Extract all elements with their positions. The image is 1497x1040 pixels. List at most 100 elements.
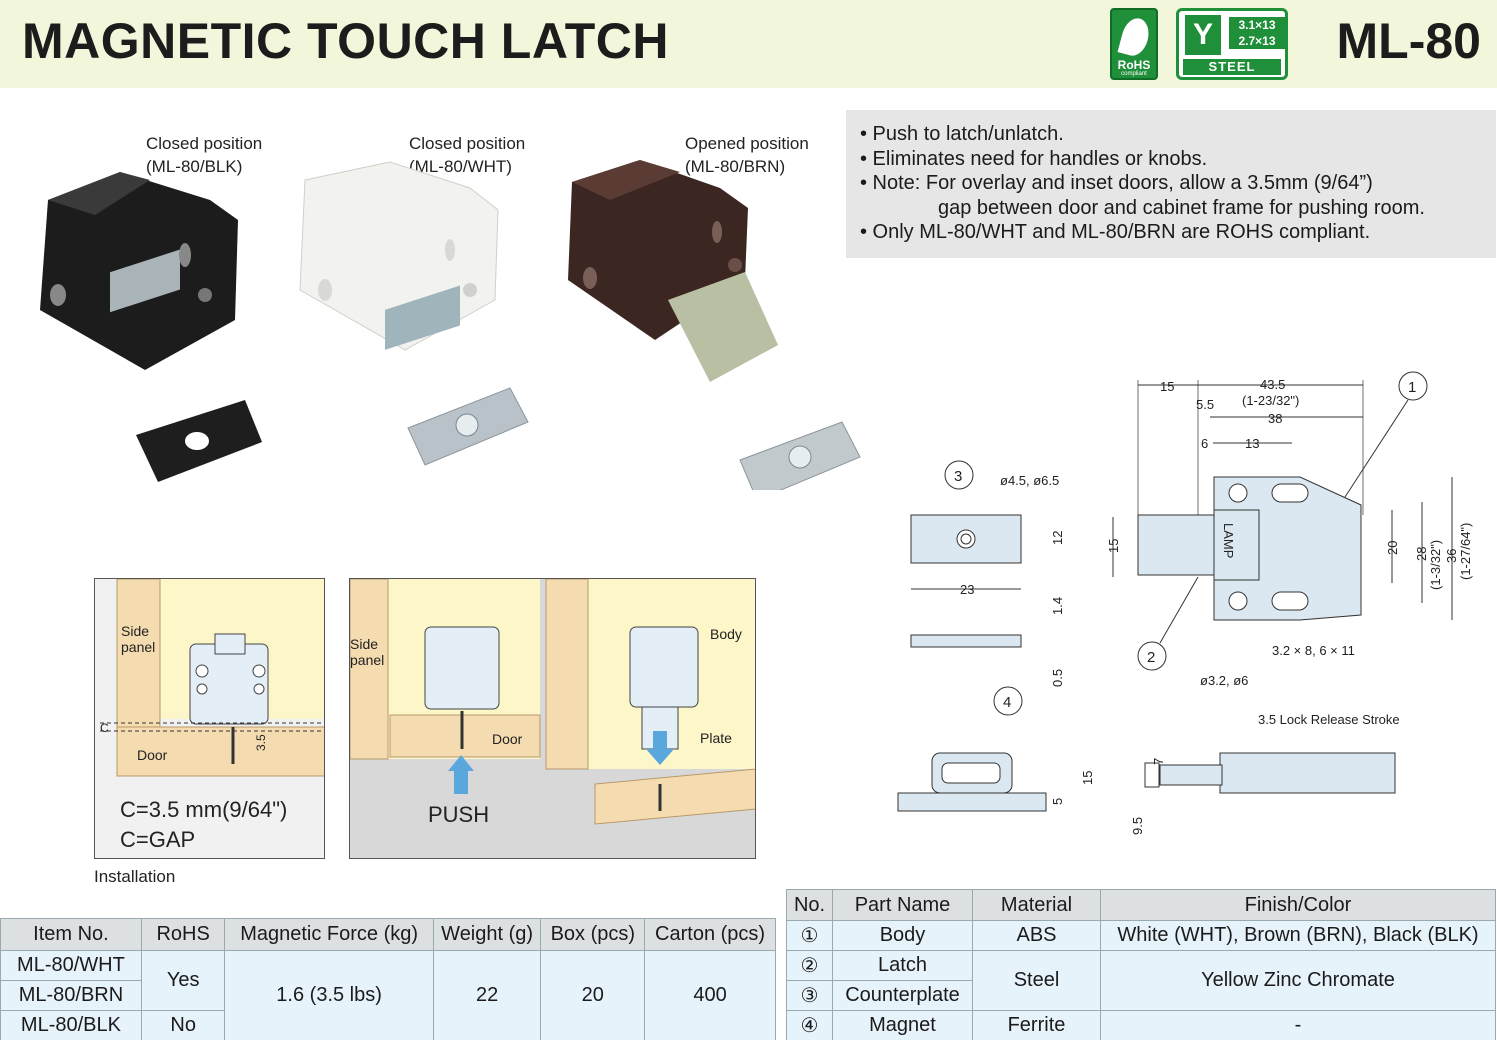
caption-position: Closed position: [146, 134, 263, 153]
gap-dimension: 3.5: [254, 734, 268, 751]
part-name-cell: Body: [832, 920, 973, 951]
col-rohs: RoHS: [140, 918, 226, 951]
part-name-cell: Magnet: [832, 1010, 973, 1040]
dim-43-5-inch: (1-23/32"): [1242, 393, 1299, 408]
table-row: ML-80/WHT Yes 1.6 (3.5 lbs) 22 20 400: [0, 950, 776, 1040]
table-row: ② Latch Steel Yellow Zinc Chromate: [786, 950, 1496, 1011]
latch-black-image: [40, 172, 262, 482]
body-mark: LAMP: [1221, 523, 1236, 558]
dim-36-inch: (1-27/64"): [1458, 523, 1473, 580]
part-name-cell: Latch: [832, 950, 973, 981]
plate-label: Plate: [700, 730, 732, 746]
steel-badge: Y 3.1×13 2.7×13 STEEL: [1176, 8, 1288, 80]
gap-marker: C: [100, 721, 109, 735]
body-label: Body: [710, 626, 742, 642]
col-part-name: Part Name: [832, 889, 973, 921]
page-title: MAGNETIC TOUCH LATCH: [22, 13, 669, 69]
feature-item: • Only ML-80/WHT and ML-80/BRN are ROHS …: [860, 221, 1371, 243]
part-name-cell: Counterplate: [832, 980, 973, 1011]
table-row: ML-80/BLK No: [0, 1010, 776, 1040]
door-label: Door: [492, 731, 523, 747]
caption-position: Closed position: [409, 134, 526, 153]
dim-12: 12: [1050, 531, 1065, 545]
dim-20: 20: [1385, 541, 1400, 555]
table-row: ③ Counterplate: [786, 980, 1496, 1011]
caption-code: (ML-80/WHT): [409, 157, 512, 176]
dim-15-top: 15: [1160, 379, 1174, 394]
callout-2: 2: [1147, 649, 1155, 666]
installation-panel-gap: C Side panel Door 3.5 C=3.5 mm(9/64") C=…: [94, 578, 325, 859]
dim-38: 38: [1268, 411, 1282, 426]
item-no-cell: ML-80/BLK: [0, 1010, 142, 1040]
caption-code: (ML-80/BRN): [685, 157, 786, 176]
header-bar: MAGNETIC TOUCH LATCH RoHS compliant Y 3.…: [0, 0, 1497, 88]
table-row: ① Body ABS White (WHT), Brown (BRN), Bla…: [786, 920, 1496, 951]
callout-1: 1: [1408, 379, 1416, 396]
screw-size-2: 2.7×13: [1229, 33, 1285, 49]
carton-cell: 400: [644, 950, 776, 1040]
col-carton: Carton (pcs): [644, 918, 776, 951]
product-caption-black: Closed position (ML-80/BLK): [146, 132, 262, 178]
item-no-cell: ML-80/WHT: [0, 950, 142, 981]
caption-code: (ML-80/BLK): [146, 157, 243, 176]
dim-36: 36: [1444, 549, 1459, 563]
rohs-badge: RoHS compliant: [1110, 8, 1158, 80]
table-row: ML-80/BRN: [0, 980, 776, 1011]
parts-table: No. Part Name Material Finish/Color ① Bo…: [786, 889, 1496, 1040]
plate-hole-label: ø4.5, ø6.5: [1000, 473, 1059, 488]
material-cell: Steel: [972, 950, 1101, 1011]
dim-15-side: 15: [1106, 539, 1121, 553]
dim-0-5: 0.5: [1050, 669, 1065, 687]
hole-size-label: ø3.2, ø6: [1200, 673, 1248, 688]
dim-28-inch: (1-3/32"): [1428, 540, 1443, 590]
product-caption-brown: Opened position (ML-80/BRN): [685, 132, 809, 178]
no-cell: ④: [786, 1010, 833, 1040]
magnet-dim-5: 5: [1050, 798, 1065, 805]
stroke-dim-7: 7: [1151, 758, 1166, 765]
no-cell: ③: [786, 980, 833, 1011]
feature-item: • Note: For overlay and inset doors, all…: [860, 172, 1373, 194]
screw-size-1: 3.1×13: [1229, 17, 1285, 33]
feature-item: • Eliminates need for handles or knobs.: [860, 147, 1208, 170]
col-finish: Finish/Color: [1100, 889, 1496, 921]
latch-white-image: [299, 161, 529, 466]
steel-label: STEEL: [1183, 59, 1281, 75]
finish-cell: White (WHT), Brown (BRN), Black (BLK): [1100, 920, 1496, 951]
no-cell: ②: [786, 950, 833, 981]
magnet-dim-15: 15: [1080, 771, 1095, 785]
dim-6: 6: [1201, 436, 1208, 451]
feature-item: gap between door and cabinet frame for p…: [938, 196, 1425, 219]
dim-43-5: 43.5: [1260, 377, 1285, 392]
gap-formula: C=3.5 mm(9/64"): [120, 797, 287, 822]
col-material: Material: [972, 889, 1101, 921]
dim-13: 13: [1245, 436, 1259, 451]
item-no-cell: ML-80/BRN: [0, 980, 142, 1011]
dim-5-5: 5.5: [1196, 397, 1214, 412]
door-label: Door: [137, 747, 168, 763]
screw-icon: Y: [1185, 15, 1221, 55]
feature-item: • Push to latch/unlatch.: [860, 123, 1064, 145]
force-cell: 1.6 (3.5 lbs): [224, 950, 434, 1040]
col-no: No.: [786, 889, 833, 921]
box-cell: 20: [540, 950, 646, 1040]
product-caption-white: Closed position (ML-80/WHT): [409, 132, 525, 178]
stroke-dim-9-5: 9.5: [1130, 817, 1145, 835]
table-header-row: No. Part Name Material Finish/Color: [786, 889, 1496, 921]
side-panel-label: panel: [121, 639, 155, 655]
rohs-cell: No: [140, 1010, 226, 1040]
model-number: ML-80: [1336, 13, 1481, 69]
rohs-cell: Yes: [140, 950, 226, 1011]
rohs-badge-label: RoHS: [1117, 58, 1151, 72]
material-cell: Ferrite: [972, 1010, 1101, 1040]
lock-release-stroke: 3.5 Lock Release Stroke: [1258, 712, 1400, 727]
product-photos: [40, 160, 861, 490]
dim-1-4: 1.4: [1050, 597, 1065, 615]
side-panel-label: panel: [350, 652, 384, 668]
finish-cell: -: [1100, 1010, 1496, 1040]
gap-definition: C=GAP: [120, 827, 195, 852]
rohs-badge-sub: compliant: [1121, 71, 1147, 77]
caption-position: Opened position: [685, 134, 809, 153]
finish-cell: Yellow Zinc Chromate: [1100, 950, 1496, 1011]
side-panel-label: Side: [350, 636, 378, 652]
table-header-row: Item No. RoHS Magnetic Force (kg) Weight…: [0, 918, 776, 951]
